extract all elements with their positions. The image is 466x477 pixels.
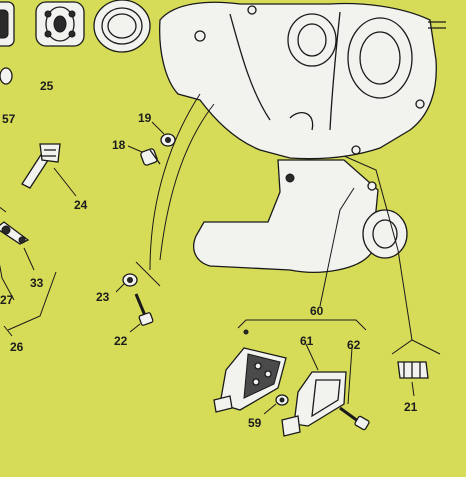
callout-27: 27 (0, 293, 14, 307)
part-ring-top-left (0, 1, 15, 47)
callout-62: 62 (347, 338, 361, 352)
callout-24: 24 (74, 198, 88, 212)
callout-21: 21 (404, 400, 418, 414)
part-nut-19 (160, 133, 176, 147)
part-nut-23 (122, 273, 138, 287)
callout-33: 33 (30, 276, 44, 290)
engine-support-arm (193, 159, 408, 273)
part-washer-57 (0, 67, 13, 85)
part-bearing-25 (35, 1, 85, 47)
callout-19: 19 (138, 111, 152, 125)
part-seal-ring (93, 0, 151, 53)
callout-23: 23 (96, 290, 110, 304)
part-pad-assembly-left (213, 347, 287, 413)
part-bolt-18 (140, 148, 161, 166)
callout-26: 26 (10, 340, 24, 354)
crankcase-housing (159, 1, 446, 160)
part-stud-22 (134, 293, 154, 326)
callout-18: 18 (112, 138, 126, 152)
part-link-33 (0, 221, 30, 245)
part-bolt-62 (339, 406, 370, 431)
callout-61: 61 (300, 334, 314, 348)
part-clip-21 (397, 361, 429, 379)
part-washer-59 (275, 394, 289, 406)
part-shaft-24 (21, 143, 61, 189)
part-pad-61 (281, 371, 347, 437)
callout-59: 59 (248, 416, 262, 430)
callout-57: 57 (2, 112, 16, 126)
callout-60: 60 (310, 304, 324, 318)
callout-22: 22 (114, 334, 128, 348)
callout-25: 25 (40, 79, 54, 93)
